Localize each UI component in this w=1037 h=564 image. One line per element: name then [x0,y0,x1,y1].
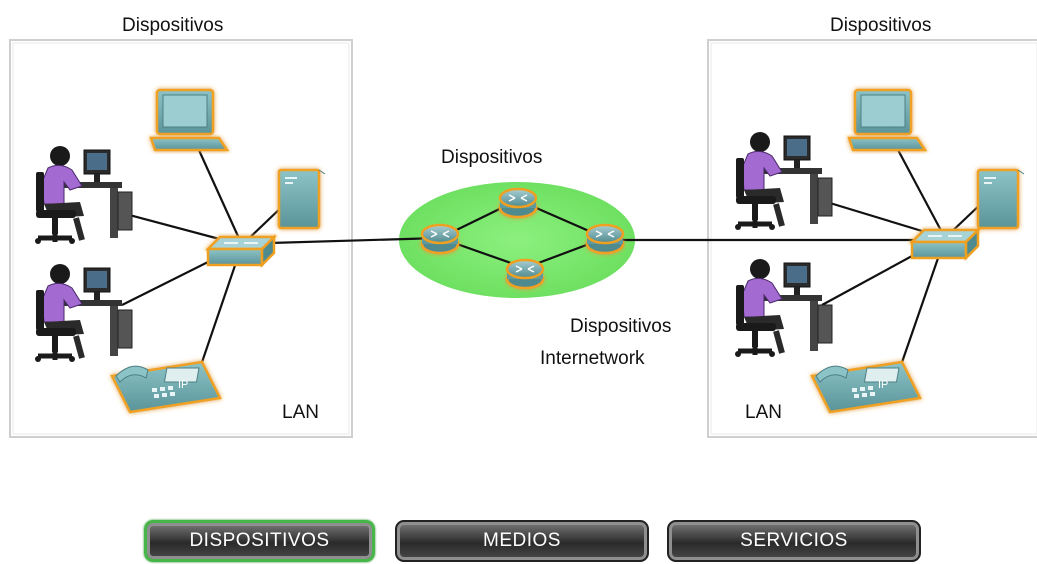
left-lan-label: LAN [282,402,319,423]
services-button[interactable]: SERVICIOS [667,520,921,562]
left-switch-icon [208,237,274,265]
right-server-icon [978,170,1024,228]
media-button[interactable]: MEDIOS [395,520,649,562]
link-right-switch-phone [898,237,947,369]
left-server-icon [279,170,325,228]
left-lan-box-inner [12,42,350,435]
link-right-switch-pc [896,147,946,239]
router-left-icon [422,225,458,253]
right-lan-box-inner [710,42,1037,435]
left-phone-ip-tag: IP [178,379,188,391]
link-left-switch-router [269,236,441,245]
router-right-icon [587,225,623,253]
right-lan-label: LAN [745,402,782,423]
right-lan-title: Dispositivos [830,15,931,36]
router-bottom-icon [507,260,543,288]
right-switch-icon [912,230,978,258]
internetwork-label-line2: Internetwork [540,348,645,369]
cloud-title: Dispositivos [441,147,542,168]
left-lan-title: Dispositivos [122,15,223,36]
devices-button[interactable]: DISPOSITIVOS [144,520,375,562]
link-left-switch-pc [196,147,244,246]
right-phone-ip-tag: IP [878,379,888,391]
internetwork-cloud [399,182,635,298]
router-top-icon [500,189,536,217]
internetwork-label-line1: Dispositivos [570,316,671,337]
